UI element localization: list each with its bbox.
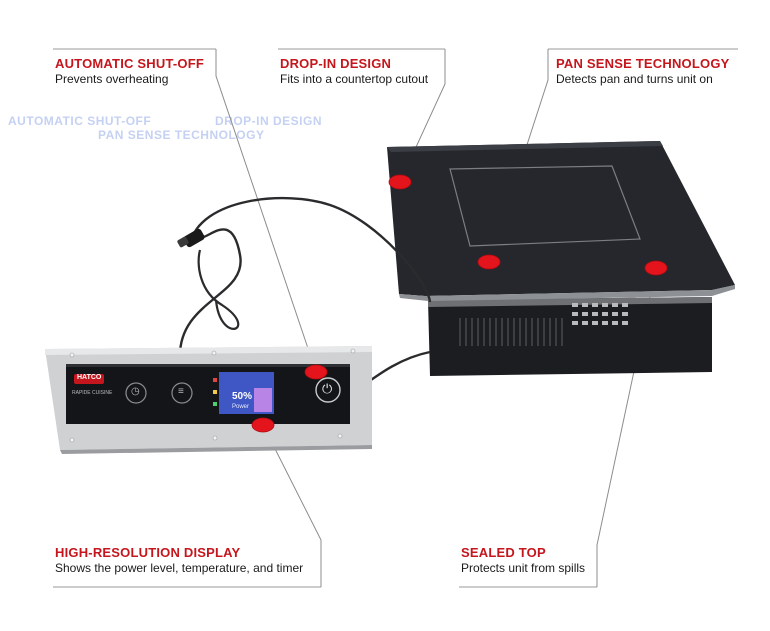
callout-description: Fits into a countertop cutout bbox=[280, 72, 429, 86]
ghost-label-drop-in: DROP-IN DESIGN bbox=[215, 114, 323, 128]
ghost-label-pan-sense: PAN SENSE TECHNOLOGY bbox=[98, 128, 265, 142]
callout-sealed-top: SEALED TOP Protects unit from spills bbox=[461, 545, 585, 576]
callout-title: PAN SENSE TECHNOLOGY bbox=[556, 56, 730, 71]
feature-markers bbox=[251, 174, 668, 433]
ghost-label-auto-shutoff: AUTOMATIC SHUT-OFF bbox=[8, 114, 152, 128]
callout-title: SEALED TOP bbox=[461, 545, 546, 560]
marker-sealed-top bbox=[644, 260, 668, 276]
callout-title: DROP-IN DESIGN bbox=[280, 56, 392, 71]
callout-title: HIGH-RESOLUTION DISPLAY bbox=[55, 545, 241, 560]
callout-description: Prevents overheating bbox=[55, 72, 169, 86]
callout-automatic-shut-off: AUTOMATIC SHUT-OFF Prevents overheating bbox=[55, 56, 204, 87]
panel-series: RAPIDE CUISINE bbox=[72, 390, 113, 396]
callout-title: AUTOMATIC SHUT-OFF bbox=[55, 56, 204, 71]
callout-drop-in-design: DROP-IN DESIGN Fits into a countertop cu… bbox=[280, 56, 428, 87]
induction-cooktop bbox=[387, 141, 735, 376]
panel-brand: HATCO bbox=[77, 374, 102, 381]
callout-pan-sense-technology: PAN SENSE TECHNOLOGY Detects pan and tur… bbox=[556, 56, 730, 87]
callout-description: Protects unit from spills bbox=[461, 561, 586, 575]
menu-icon: ≡ bbox=[178, 386, 184, 397]
marker-auto-shutoff bbox=[304, 364, 328, 380]
display-power-readout: 50% bbox=[232, 391, 253, 402]
cable-connector bbox=[177, 228, 205, 248]
clock-icon: ◷ bbox=[131, 386, 140, 397]
marker-drop-in bbox=[388, 174, 412, 190]
display-power-caption: Power bbox=[232, 404, 250, 410]
callout-high-resolution-display: HIGH-RESOLUTION DISPLAY Shows the power … bbox=[55, 545, 303, 576]
power-button-icon[interactable]: ⏻ bbox=[322, 381, 333, 396]
callout-description: Shows the power level, temperature, and … bbox=[55, 561, 304, 575]
callout-description: Detects pan and turns unit on bbox=[556, 72, 713, 86]
marker-pan-sense bbox=[477, 254, 501, 270]
marker-display bbox=[251, 417, 275, 433]
control-panel bbox=[45, 346, 372, 454]
